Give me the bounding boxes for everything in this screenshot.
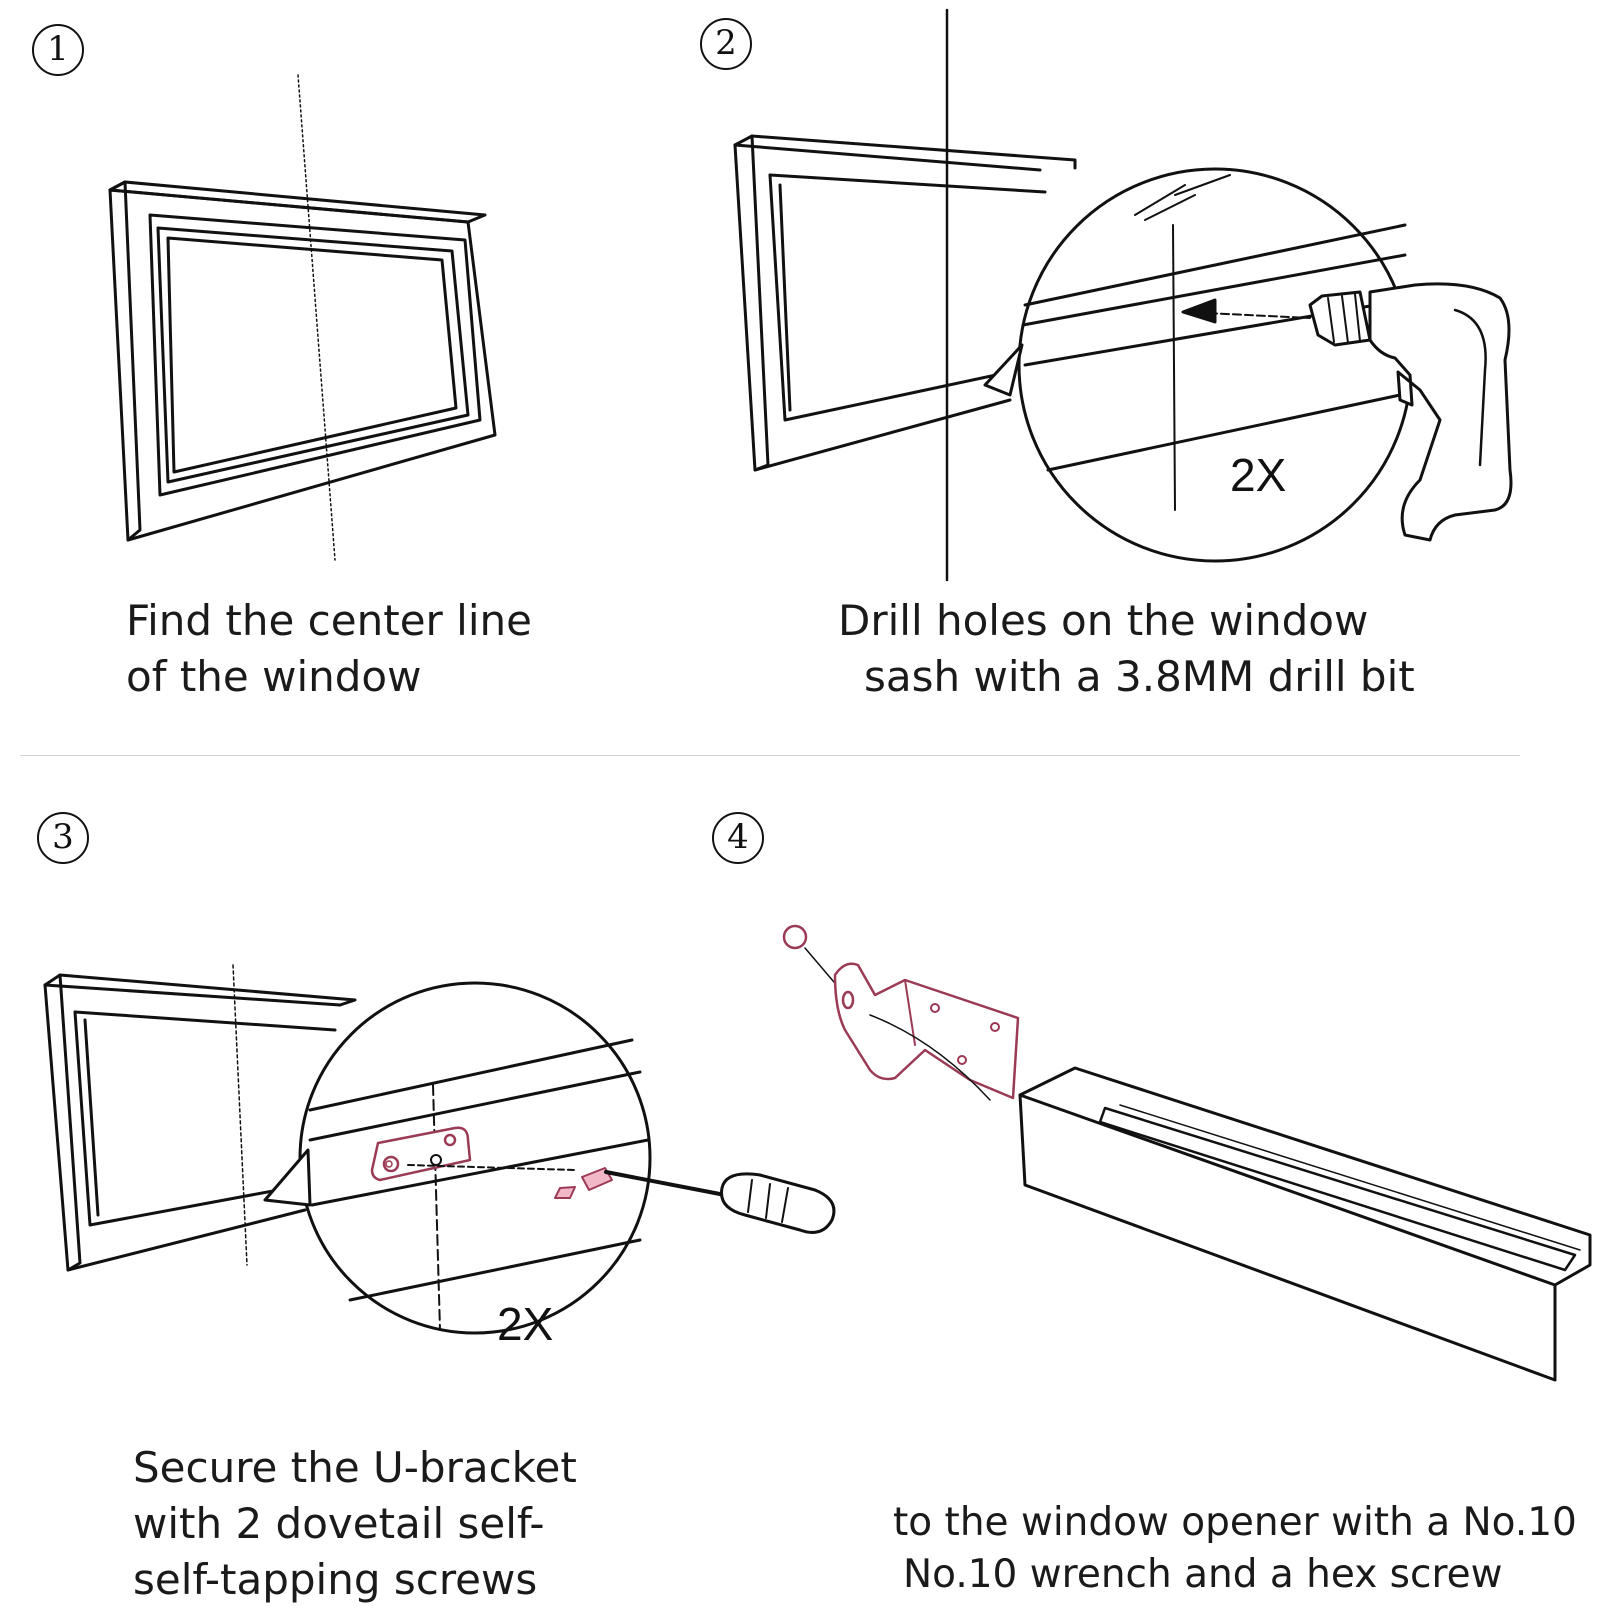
step3-magnifier-circle: [263, 981, 652, 1335]
step-3-caption-line: with 2 dovetail self-: [133, 1499, 545, 1548]
drill-icon: [1308, 282, 1513, 542]
step-3-quantity: 2X: [497, 1298, 554, 1350]
step-3-number: 3: [37, 812, 89, 864]
screwdriver-icon: [581, 1167, 836, 1234]
step-4-caption: to the window opener with a No.10 No.10 …: [893, 1497, 1577, 1601]
step3-window-illustration: [43, 973, 357, 1272]
step3-center-line: [232, 964, 248, 1266]
step-1-caption-line: Find the center line: [126, 596, 532, 645]
step-1-number: 1: [32, 24, 84, 76]
washer-icon: [782, 924, 808, 950]
u-bracket-icon: [370, 1126, 472, 1182]
step-4-caption-line: No.10 wrench and a hex screw: [903, 1552, 1503, 1597]
step-4-caption-line: to the window opener with a No.10: [893, 1500, 1577, 1545]
window-opener-rail: [1018, 1066, 1592, 1382]
step-3-caption-line: self-tapping screws: [133, 1555, 538, 1604]
screw-icon: [407, 1154, 576, 1199]
step-4-number: 4: [712, 812, 764, 864]
section-divider: [20, 755, 1520, 756]
step2-magnifier-circle: [983, 167, 1413, 563]
step-2-quantity: 2X: [1230, 449, 1287, 501]
step-2-number: 2: [700, 18, 752, 70]
step-2-caption-line: Drill holes on the window: [838, 596, 1369, 645]
step-1-caption: Find the center line of the window: [126, 593, 532, 705]
step-2-caption: Drill holes on the window sash with a 3.…: [838, 593, 1415, 705]
step1-center-line: [297, 74, 336, 561]
step1-window-illustration: [108, 180, 497, 542]
step-3-caption-line: Secure the U-bracket: [133, 1443, 577, 1492]
step-2-caption-line: sash with a 3.8MM drill bit: [864, 652, 1415, 701]
step-1-caption-line: of the window: [126, 652, 422, 701]
step2-window-illustration: [733, 134, 1077, 472]
hinge-bracket-icon: [833, 962, 1020, 1100]
step-3-caption: Secure the U-bracket with 2 dovetail sel…: [133, 1440, 577, 1608]
